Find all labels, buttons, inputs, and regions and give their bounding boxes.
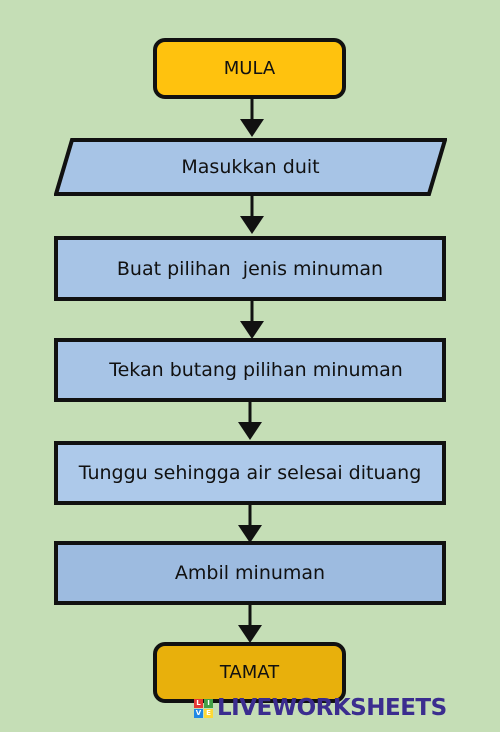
end-label: TAMAT <box>219 662 280 683</box>
arrow-step4-to-end <box>238 605 262 643</box>
process-step-2: Tekan butang pilihan minuman <box>54 338 446 402</box>
liveworksheets-watermark: L I V E LIVEWORKSHEETS <box>194 694 447 722</box>
process-step-3: Tunggu sehingga air selesai dituang <box>54 441 446 505</box>
watermark-text: LIVEWORKSHEETS <box>217 695 447 721</box>
arrow-step2-to-step3 <box>238 402 262 440</box>
input-parallelogram: Masukkan duit <box>54 138 447 196</box>
arrow-step3-to-step4 <box>238 505 262 543</box>
arrow-start-to-input <box>240 99 264 137</box>
liveworksheets-logo-icon: L I V E <box>194 698 213 718</box>
step-1-label: Buat pilihan jenis minuman <box>116 257 384 280</box>
parallelogram-shape <box>54 138 447 196</box>
step-3-label: Tunggu sehingga air selesai dituang <box>78 462 422 484</box>
step-2-label: Tekan butang pilihan minuman <box>109 359 403 381</box>
start-terminal: MULA <box>153 38 346 99</box>
step-4-label: Ambil minuman <box>174 562 326 584</box>
start-label: MULA <box>223 58 276 79</box>
end-terminal: TAMAT <box>153 642 346 703</box>
arrow-step1-to-step2 <box>240 301 264 339</box>
arrow-input-to-step1 <box>240 196 264 234</box>
process-step-4: Ambil minuman <box>54 541 446 605</box>
process-step-1: Buat pilihan jenis minuman <box>54 236 446 301</box>
input-label: Masukkan duit <box>181 156 320 178</box>
